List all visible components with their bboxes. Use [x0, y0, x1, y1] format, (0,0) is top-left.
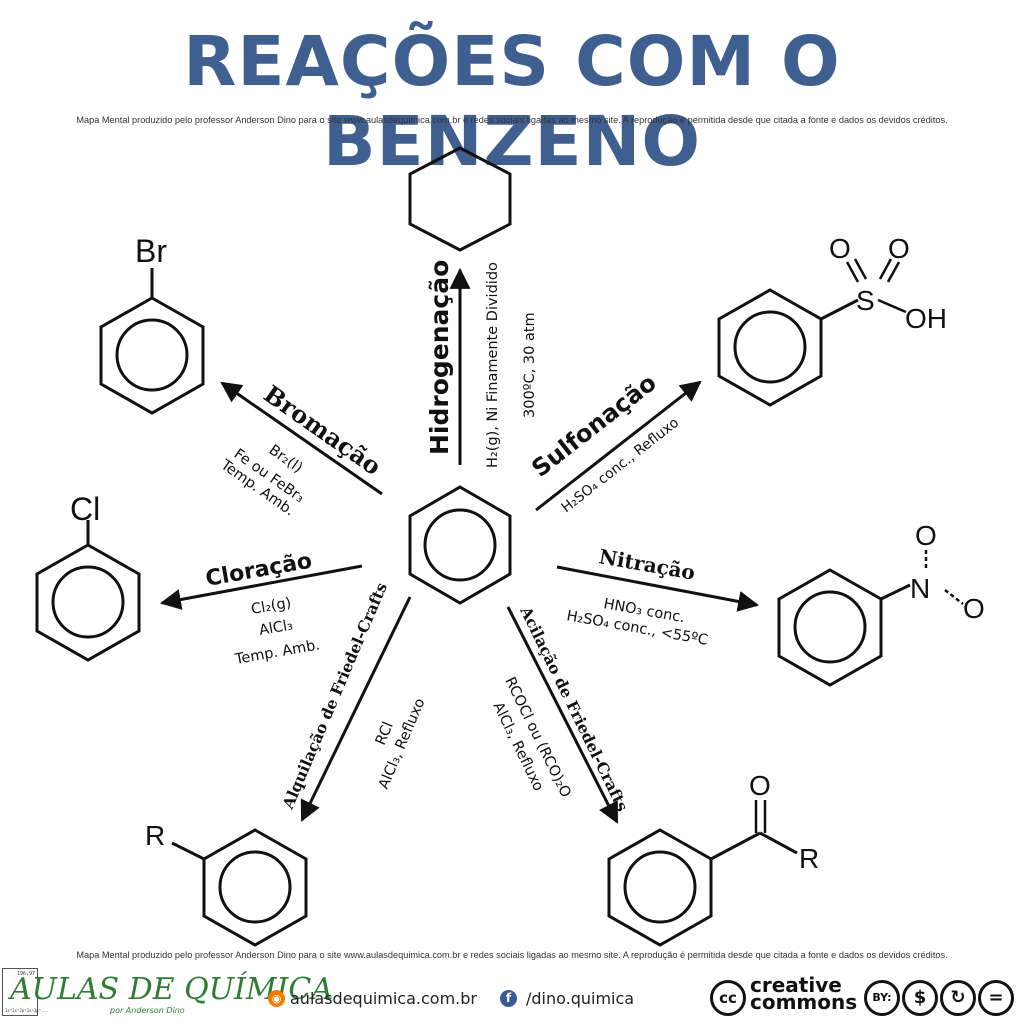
facebook-icon: f: [500, 990, 517, 1007]
acylbenzene: O R: [607, 770, 819, 947]
arrow-sulfonacao: [535, 380, 702, 512]
atom-o2: O: [888, 233, 910, 264]
atom-r-acyl: R: [799, 843, 819, 874]
cc-nc-icon: $: [902, 980, 938, 1016]
bromobenzene: Br: [99, 233, 205, 415]
cc-nd-icon: =: [978, 980, 1014, 1016]
atom-oh: OH: [905, 303, 947, 334]
atom-cl: Cl: [70, 491, 100, 527]
cyclohexane: [408, 146, 512, 252]
social-link[interactable]: /dino.quimica: [526, 989, 635, 1008]
arrow-cloracao: [159, 564, 363, 610]
atom-br: Br: [135, 233, 167, 269]
cc-sa-icon: ↻: [940, 980, 976, 1016]
benzene-center: [408, 485, 512, 605]
atom-s: S: [856, 285, 875, 316]
atom-r-alkyl: R: [145, 820, 165, 851]
chlorobenzene: Cl: [35, 491, 141, 662]
label-alquilacao: Alquilação de Friedel-Crafts: [278, 579, 391, 812]
cond-hidrogenacao-1: H₂(g), Ni Finamente Dividido: [485, 262, 501, 468]
cond-cloracao-1: Cl₂(g): [250, 595, 293, 618]
periodic-element-icon: 196,97 1s²2s²2p⁶3s²3p⁶...: [2, 968, 48, 1016]
cc-by-icon: BY:: [864, 980, 900, 1016]
nitrobenzene: N O O: [777, 520, 985, 687]
arrow-acilacao: [506, 606, 619, 824]
cond-cloracao-2: AlCl₃: [258, 617, 294, 639]
site-link[interactable]: aulasdequimica.com.br: [290, 989, 477, 1008]
credit-note-top: Mapa Mental produzido pelo professor And…: [76, 115, 948, 125]
cc-icon: cc: [710, 980, 746, 1016]
label-hidrogenacao: Hidrogenação: [425, 260, 454, 455]
arrow-bromacao: [220, 381, 383, 496]
cond-cloracao-3: Temp. Amb.: [233, 637, 321, 668]
atom-o-n1: O: [915, 520, 937, 551]
element-config: 1s²2s²2p⁶3s²3p⁶...: [5, 1008, 49, 1013]
alkylbenzene: R: [145, 820, 308, 947]
element-number: 196,97: [16, 971, 35, 977]
arrow-nitracao: [556, 565, 760, 612]
page-title: REAÇÕES COM O BENZENO: [183, 22, 841, 182]
atom-o-n2: O: [963, 593, 985, 624]
logo-text: AULAS DE QUÍMICA: [10, 972, 334, 1007]
credit-note-bottom: Mapa Mental produzido pelo professor And…: [76, 950, 948, 960]
cc-label: creative commons: [750, 973, 858, 1014]
arrow-alquilacao: [300, 596, 412, 822]
cond-hidrogenacao-2: 300ºC, 30 atm: [522, 312, 538, 418]
benzenesulfonic-acid: S O O OH: [717, 233, 947, 407]
logo-subtitle: por Anderson Dino: [110, 1006, 185, 1015]
atom-n: N: [910, 573, 930, 604]
label-bromacao: Bromação: [259, 379, 387, 481]
atom-o-acyl: O: [749, 770, 771, 801]
rss-icon: ◉: [268, 990, 285, 1007]
atom-o1: O: [829, 233, 851, 264]
